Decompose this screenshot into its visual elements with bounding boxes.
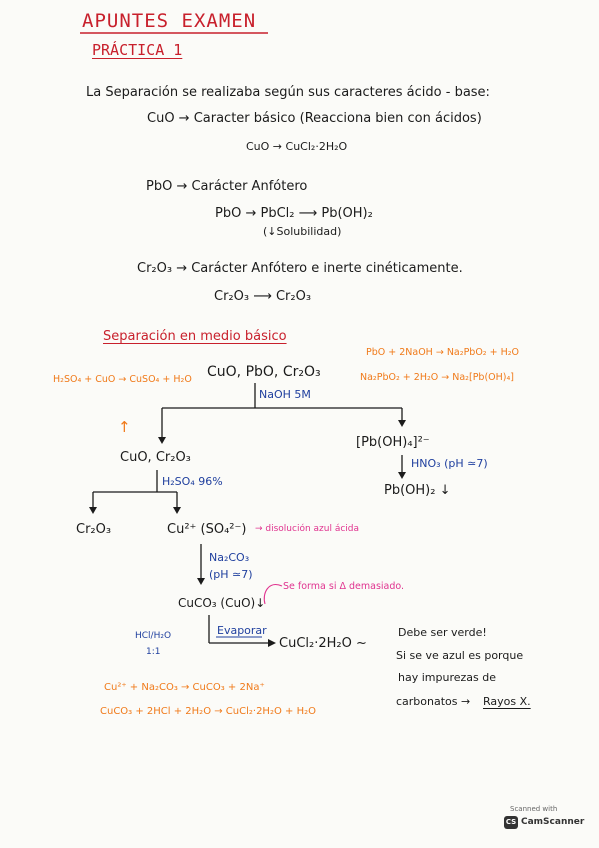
cu-h2so4-equation: H₂SO₄ + CuO → CuSO₄ + H₂O: [53, 374, 192, 385]
ph7-condition: (pH ≃7): [209, 568, 253, 581]
cr-equation: Cr₂O₃ ⟶ Cr₂O₃: [214, 289, 312, 304]
practice-heading: PRÁCTICA 1: [92, 41, 183, 59]
pb-equation-2: Na₂PbO₂ + 2H₂O → Na₂[Pb(OH)₄]: [360, 372, 515, 383]
cu-solution-note: → disolución azul ácida: [255, 524, 360, 534]
pbo-note: (↓Solubilidad): [263, 225, 342, 238]
section-heading: Separación en medio básico: [103, 329, 287, 344]
camscanner-name: CamScanner: [521, 817, 585, 827]
copper-chloride: CuCl₂·2H₂O ~: [279, 636, 367, 651]
hcl-ratio: 1:1: [146, 647, 161, 657]
final-equation-2: CuCO₃ + 2HCl + 2H₂O → CuCl₂·2H₂O + H₂O: [100, 706, 316, 717]
cuo-line: CuO → Caracter básico (Reacciona bien co…: [147, 111, 482, 126]
cuo-equation: CuO → CuCl₂·2H₂O: [246, 140, 348, 153]
pb-equation-1: PbO + 2NaOH → Na₂PbO₂ + H₂O: [366, 347, 520, 358]
hno3-reagent: HNO₃ (pH ≃7): [411, 457, 488, 470]
na2co3-reagent: Na₂CO₃: [209, 551, 250, 564]
cr-line: Cr₂O₃ → Carácter Anfótero e inerte cinét…: [137, 261, 463, 276]
final-equation-1: Cu²⁺ + Na₂CO₃ → CuCO₃ + 2Na⁺: [104, 682, 265, 693]
pbo-line: PbO → Carácter Anfótero: [146, 179, 308, 194]
copper-carbonate: CuCO₃ (CuO)↓: [178, 596, 266, 610]
intro-text: La Separación se realizaba según sus car…: [86, 85, 490, 100]
scanned-with-label: Scanned with: [510, 805, 558, 813]
oxide-mix: CuO, PbO, Cr₂O₃: [207, 364, 321, 380]
green-note-3: hay impurezas de: [398, 671, 496, 684]
evaporate-label: Evaporar: [217, 624, 267, 637]
camscanner-logo-icon: CS: [504, 816, 518, 829]
h2so4-reagent: H₂SO₄ 96%: [162, 475, 223, 488]
cu-sulfate: Cu²⁺ (SO₄²⁻): [167, 522, 247, 537]
xray-note: Rayos X.: [483, 695, 531, 708]
naoh-reagent: NaOH 5M: [259, 388, 311, 401]
page-title: APUNTES EXAMEN: [82, 10, 257, 32]
cuo-cr2o3: CuO, Cr₂O₃: [120, 450, 191, 465]
camscanner-badge: Scanned with CS CamScanner: [504, 805, 584, 835]
pb-complex: [Pb(OH)₄]²⁻: [356, 435, 430, 450]
pbo-equation: PbO → PbCl₂ ⟶ Pb(OH)₂: [215, 206, 373, 221]
green-note-4: carbonatos →: [396, 695, 471, 708]
cr2o3-residue: Cr₂O₃: [76, 522, 112, 537]
hcl-reagent: HCl/H₂O: [135, 631, 172, 641]
pb-hydroxide: Pb(OH)₂ ↓: [384, 483, 451, 498]
heat-note: Se forma si Δ demasiado.: [283, 581, 405, 592]
green-note-1: Debe ser verde!: [398, 626, 487, 639]
green-note-2: Si se ve azul es porque: [396, 649, 524, 662]
up-arrow: ↑: [118, 418, 131, 436]
